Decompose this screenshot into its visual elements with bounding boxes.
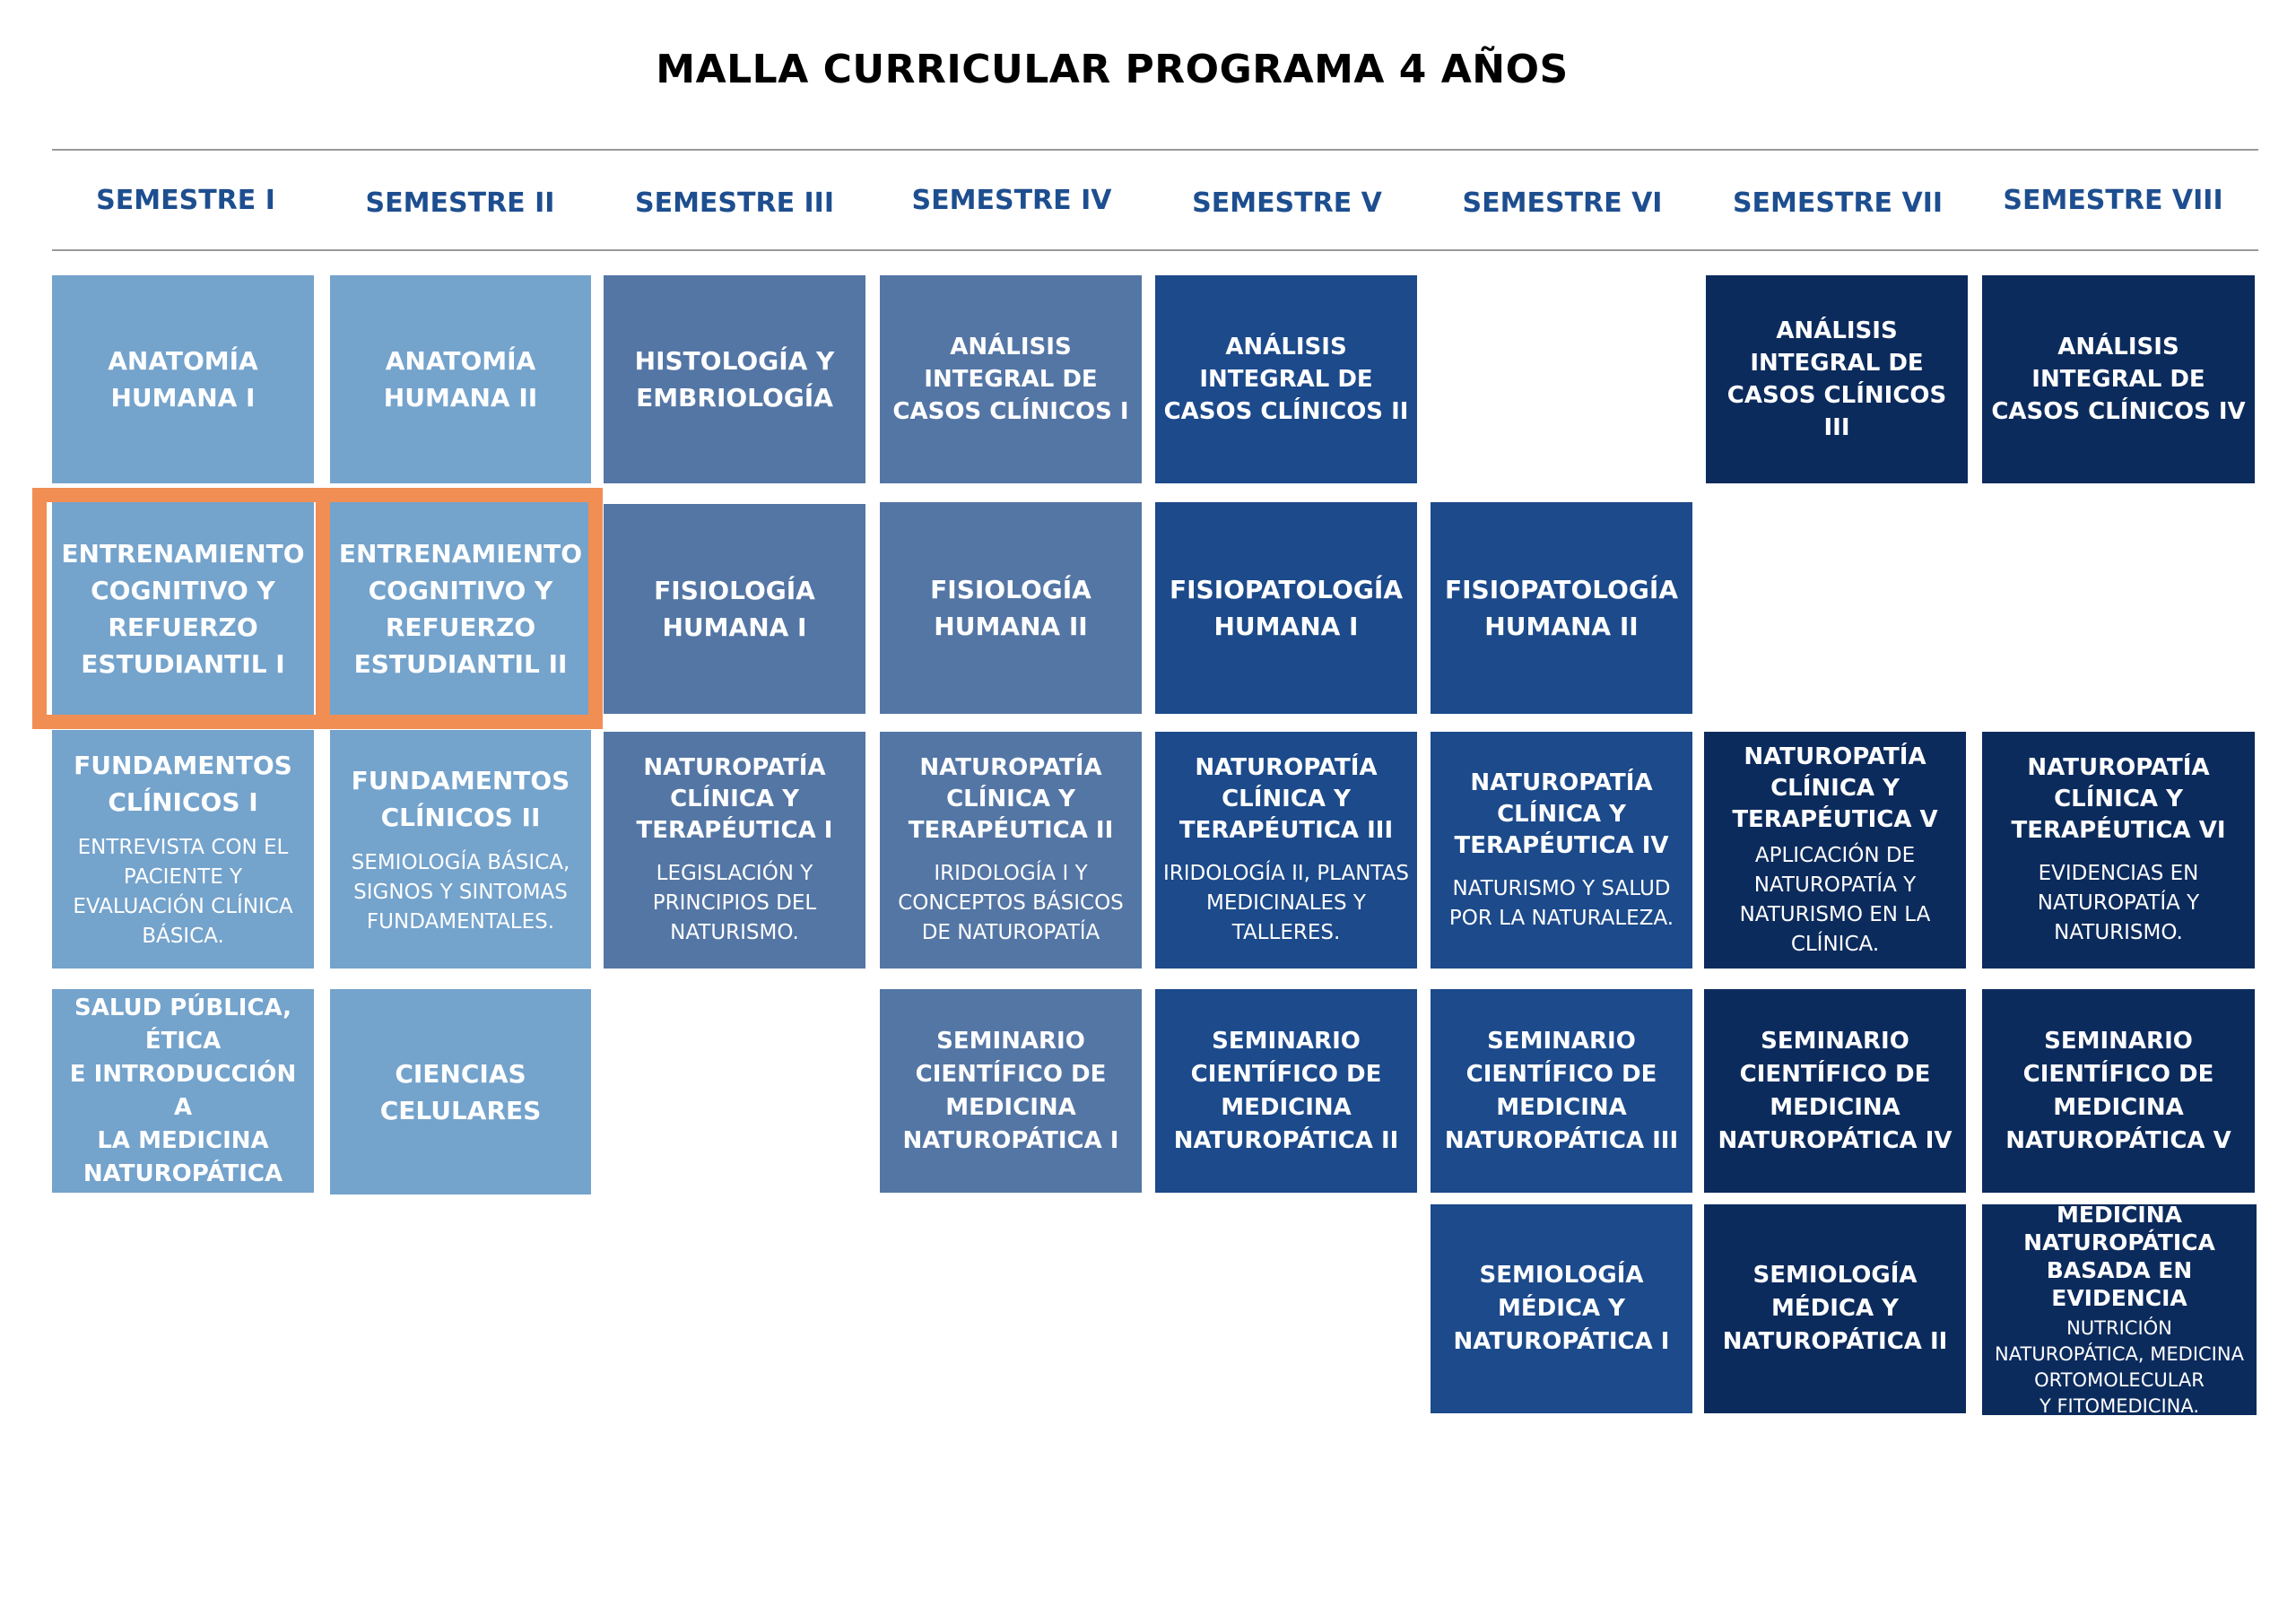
course-title: ENTRENAMIENTO COGNITIVO Y REFUERZO ESTUD… — [61, 539, 305, 679]
semester-header-3: SEMESTRE III — [634, 187, 835, 219]
course-anatomia-humana-2: ANATOMÍA HUMANA II — [330, 275, 591, 483]
course-title: SEMIOLOGÍA MÉDICA Y NATUROPÁTICA I — [1453, 1262, 1670, 1355]
course-title: SALUD PÚBLICA, ÉTICA E INTRODUCCIÓN A LA… — [69, 994, 297, 1187]
course-title: HISTOLOGÍA Y EMBRIOLOGÍA — [634, 346, 835, 413]
semester-header-8: SEMESTRE VIII — [2003, 184, 2223, 216]
course-title: FISIOLOGÍA HUMANA II — [930, 575, 1091, 641]
course-seminario-cientifico-5: SEMINARIO CIENTÍFICO DE MEDICINA NATUROP… — [1982, 989, 2255, 1193]
course-title: SEMIOLOGÍA MÉDICA Y NATUROPÁTICA II — [1722, 1262, 1948, 1355]
course-medicina-basada-evidencia: MEDICINA NATUROPÁTICA BASADA EN EVIDENCI… — [1982, 1201, 2257, 1417]
header-top-divider — [52, 149, 2258, 151]
course-seminario-cientifico-3: SEMINARIO CIENTÍFICO DE MEDICINA NATUROP… — [1431, 989, 1692, 1193]
course-title: SEMINARIO CIENTÍFICO DE MEDICINA NATUROP… — [1173, 1027, 1399, 1154]
course-analisis-casos-clinicos-4: ANÁLISIS INTEGRAL DE CASOS CLÍNICOS IV — [1982, 275, 2255, 483]
course-seminario-cientifico-2: SEMINARIO CIENTÍFICO DE MEDICINA NATUROP… — [1155, 989, 1417, 1193]
course-title: SEMINARIO CIENTÍFICO DE MEDICINA NATUROP… — [902, 1027, 1119, 1154]
course-entrenamiento-cognitivo-2: ENTRENAMIENTO COGNITIVO Y REFUERZO ESTUD… — [330, 502, 591, 716]
course-title: FUNDAMENTOS CLÍNICOS II — [351, 765, 570, 832]
course-title: ANÁLISIS INTEGRAL DE CASOS CLÍNICOS I — [892, 334, 1129, 425]
course-title: CIENCIAS CELULARES — [379, 1058, 542, 1125]
course-description: NUTRICIÓN NATUROPÁTICA, MEDICINA ORTOMOL… — [1995, 1316, 2244, 1417]
course-analisis-casos-clinicos-1: ANÁLISIS INTEGRAL DE CASOS CLÍNICOS I — [880, 275, 1142, 483]
course-description: IRIDOLOGÍA I Y CONCEPTOS BÁSICOS DE NATU… — [898, 862, 1124, 944]
course-fisiopatologia-humana-1: FISIOPATOLOGÍA HUMANA I — [1155, 502, 1417, 714]
course-fundamentos-clinicos-1: FUNDAMENTOS CLÍNICOS I ENTREVISTA CON EL… — [52, 730, 314, 969]
course-fisiologia-humana-1: FISIOLOGÍA HUMANA I — [604, 504, 865, 714]
course-title: NATUROPATÍA CLÍNICA Y TERAPÉUTICA I — [636, 754, 833, 844]
course-title: ANÁLISIS INTEGRAL DE CASOS CLÍNICOS III — [1726, 317, 1947, 441]
course-title: SEMINARIO CIENTÍFICO DE MEDICINA NATUROP… — [2005, 1027, 2231, 1154]
course-ciencias-celulares: CIENCIAS CELULARES — [330, 989, 591, 1194]
course-title: NATUROPATÍA CLÍNICA Y TERAPÉUTICA IV — [1454, 769, 1669, 859]
course-histologia-embriologia: HISTOLOGÍA Y EMBRIOLOGÍA — [604, 275, 865, 483]
course-seminario-cientifico-4: SEMINARIO CIENTÍFICO DE MEDICINA NATUROP… — [1704, 989, 1966, 1193]
course-naturopatia-clinica-5: NATUROPATÍA CLÍNICA Y TERAPÉUTICA V APLI… — [1704, 732, 1966, 969]
course-description: ENTREVISTA CON EL PACIENTE Y EVALUACIÓN … — [73, 836, 293, 948]
course-title: ANÁLISIS INTEGRAL DE CASOS CLÍNICOS IV — [1991, 334, 2246, 425]
semester-header-5: SEMESTRE V — [1192, 187, 1382, 219]
course-analisis-casos-clinicos-3: ANÁLISIS INTEGRAL DE CASOS CLÍNICOS III — [1706, 275, 1968, 483]
course-title: ANATOMÍA HUMANA I — [108, 346, 258, 413]
course-description: EVIDENCIAS EN NATUROPATÍA Y NATURISMO. — [2037, 862, 2200, 944]
course-description: LEGISLACIÓN Y PRINCIPIOS DEL NATURISMO. — [652, 862, 817, 944]
course-fisiologia-humana-2: FISIOLOGÍA HUMANA II — [880, 502, 1142, 714]
course-title: ANÁLISIS INTEGRAL DE CASOS CLÍNICOS II — [1163, 334, 1409, 425]
semester-header-4: SEMESTRE IV — [911, 184, 1112, 216]
course-title: SEMINARIO CIENTÍFICO DE MEDICINA NATUROP… — [1718, 1027, 1952, 1154]
semester-header-6: SEMESTRE VI — [1462, 187, 1663, 219]
header-bottom-divider — [52, 249, 2258, 251]
course-naturopatia-clinica-4: NATUROPATÍA CLÍNICA Y TERAPÉUTICA IV NAT… — [1431, 732, 1692, 969]
course-fisiopatologia-humana-2: FISIOPATOLOGÍA HUMANA II — [1431, 502, 1692, 714]
course-naturopatia-clinica-3: NATUROPATÍA CLÍNICA Y TERAPÉUTICA III IR… — [1155, 732, 1417, 969]
course-title: ENTRENAMIENTO COGNITIVO Y REFUERZO ESTUD… — [338, 539, 583, 679]
course-title: FUNDAMENTOS CLÍNICOS I — [74, 751, 292, 817]
course-title: ANATOMÍA HUMANA II — [383, 346, 538, 413]
course-description: SEMIOLOGÍA BÁSICA, SIGNOS Y SINTOMAS FUN… — [351, 850, 570, 934]
course-seminario-cientifico-1: SEMINARIO CIENTÍFICO DE MEDICINA NATUROP… — [880, 989, 1142, 1193]
course-salud-publica-etica: SALUD PÚBLICA, ÉTICA E INTRODUCCIÓN A LA… — [52, 989, 314, 1193]
semester-header-2: SEMESTRE II — [365, 187, 555, 219]
course-title: MEDICINA NATUROPÁTICA BASADA EN EVIDENCI… — [2023, 1201, 2215, 1311]
semester-header-1: SEMESTRE I — [96, 184, 275, 216]
course-anatomia-humana-1: ANATOMÍA HUMANA I — [52, 275, 314, 483]
course-naturopatia-clinica-2: NATUROPATÍA CLÍNICA Y TERAPÉUTICA II IRI… — [880, 732, 1142, 969]
course-naturopatia-clinica-6: NATUROPATÍA CLÍNICA Y TERAPÉUTICA VI EVI… — [1982, 732, 2255, 969]
course-analisis-casos-clinicos-2: ANÁLISIS INTEGRAL DE CASOS CLÍNICOS II — [1155, 275, 1417, 483]
course-description: APLICACIÓN DE NATUROPATÍA Y NATURISMO EN… — [1739, 843, 1931, 956]
course-entrenamiento-cognitivo-1: ENTRENAMIENTO COGNITIVO Y REFUERZO ESTUD… — [52, 502, 314, 716]
course-fundamentos-clinicos-2: FUNDAMENTOS CLÍNICOS II SEMIOLOGÍA BÁSIC… — [330, 730, 591, 969]
highlight-frame-divider — [316, 495, 330, 721]
course-title: NATUROPATÍA CLÍNICA Y TERAPÉUTICA II — [908, 754, 1114, 844]
course-description: NATURISMO Y SALUD POR LA NATURALEZA. — [1448, 876, 1674, 930]
course-title: NATUROPATÍA CLÍNICA Y TERAPÉUTICA VI — [2011, 754, 2226, 844]
course-semiologia-medica-2: SEMIOLOGÍA MÉDICA Y NATUROPÁTICA II — [1704, 1204, 1966, 1413]
semester-header-7: SEMESTRE VII — [1732, 187, 1944, 219]
page-title: MALLA CURRICULAR PROGRAMA 4 AÑOS — [656, 47, 1569, 92]
course-title: FISIOLOGÍA HUMANA I — [654, 576, 815, 642]
course-naturopatia-clinica-1: NATUROPATÍA CLÍNICA Y TERAPÉUTICA I LEGI… — [604, 732, 865, 969]
highlight-frame — [32, 488, 603, 729]
course-title: FISIOPATOLOGÍA HUMANA II — [1445, 575, 1678, 641]
course-title: FISIOPATOLOGÍA HUMANA I — [1170, 575, 1403, 641]
course-title: SEMINARIO CIENTÍFICO DE MEDICINA NATUROP… — [1444, 1027, 1679, 1154]
course-description: IRIDOLOGÍA II, PLANTAS MEDICINALES Y TAL… — [1162, 862, 1410, 944]
course-title: NATUROPATÍA CLÍNICA Y TERAPÉUTICA III — [1178, 754, 1394, 844]
course-semiologia-medica-1: SEMIOLOGÍA MÉDICA Y NATUROPÁTICA I — [1431, 1204, 1692, 1413]
course-title: NATUROPATÍA CLÍNICA Y TERAPÉUTICA V — [1732, 743, 1938, 833]
